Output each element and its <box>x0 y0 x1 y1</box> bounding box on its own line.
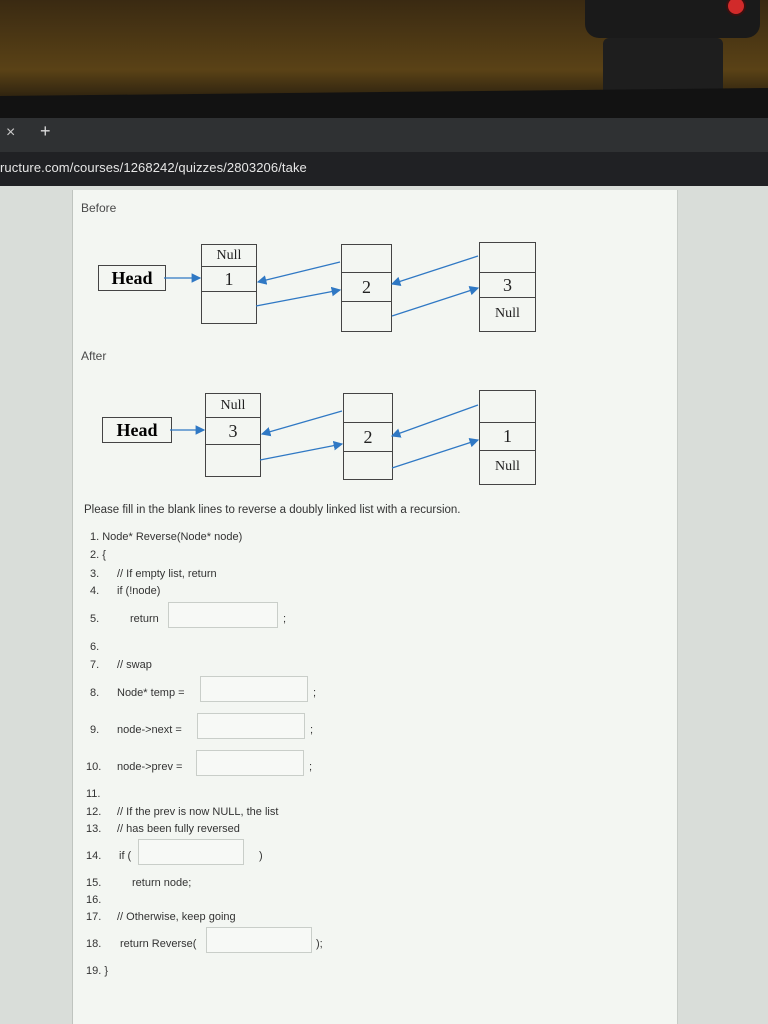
code-line-5-suffix: ; <box>283 613 287 625</box>
code-line-number: 4. <box>90 585 100 597</box>
code-line-2: 2. { <box>90 549 106 561</box>
code-line-8-suffix: ; <box>313 687 317 699</box>
after-node-3: 1 Null <box>479 390 536 485</box>
node-next-cell <box>342 302 391 329</box>
blank-input-4[interactable] <box>196 750 304 776</box>
browser-tab-bar <box>0 118 768 152</box>
node-value-cell: 3 <box>206 418 260 445</box>
node-value-cell: 2 <box>342 273 391 302</box>
after-node-1: Null 3 <box>205 393 261 477</box>
before-label: Before <box>81 201 117 215</box>
node-value-cell: 2 <box>344 423 392 452</box>
node-prev-cell: Null <box>206 394 260 418</box>
code-line-12: // If the prev is now NULL, the list <box>117 806 279 818</box>
code-line-number: 17. <box>86 911 102 923</box>
address-url[interactable]: ructure.com/courses/1268242/quizzes/2803… <box>0 160 307 175</box>
node-prev-cell: Null <box>202 245 256 267</box>
code-line-number: 16. <box>86 894 102 906</box>
code-line-number: 11. <box>86 788 101 800</box>
code-line-number: 7. <box>90 659 100 671</box>
code-line-number: 12. <box>86 806 102 818</box>
before-node-3: 3 Null <box>479 242 536 332</box>
question-instructions: Please fill in the blank lines to revers… <box>84 504 461 516</box>
webcam <box>585 0 760 38</box>
address-bar[interactable] <box>0 152 768 186</box>
code-line-number: 15. <box>86 877 102 889</box>
code-line-10-suffix: ; <box>309 761 313 773</box>
code-line-number: 14. <box>86 850 102 862</box>
node-value-cell: 3 <box>480 273 535 298</box>
code-line-18-suffix: ); <box>316 938 323 950</box>
node-next-cell: Null <box>495 458 520 474</box>
before-node-1: Null 1 <box>201 244 257 324</box>
code-line-10: node->prev = <box>117 761 183 773</box>
code-line-18: return Reverse( <box>120 938 197 950</box>
code-line-13: // has been fully reversed <box>117 823 240 835</box>
code-line-7: // swap <box>117 659 152 671</box>
code-line-9-suffix: ; <box>310 724 314 736</box>
code-line-number: 13. <box>86 823 102 835</box>
node-prev-cell <box>480 243 535 273</box>
node-next-cell <box>344 452 392 477</box>
code-line-number: 18. <box>86 938 102 950</box>
node-next-cell: Null <box>495 305 520 321</box>
after-node-2: 2 <box>343 393 393 480</box>
node-prev-cell <box>342 245 391 273</box>
blank-input-6[interactable] <box>206 927 312 953</box>
code-line-4: if (!node) <box>117 585 161 597</box>
node-value-cell: 1 <box>202 267 256 292</box>
before-head-box: Head <box>98 265 166 291</box>
code-line-19: 19. } <box>86 965 109 977</box>
node-prev-cell <box>480 391 535 423</box>
code-line-3: // If empty list, return <box>117 568 217 580</box>
new-tab-icon[interactable]: + <box>40 121 51 141</box>
code-line-number: 3. <box>90 568 100 580</box>
after-head-box: Head <box>102 417 172 443</box>
code-line-15: return node; <box>132 877 192 889</box>
before-node-2: 2 <box>341 244 392 332</box>
node-value-cell: 1 <box>480 423 535 451</box>
blank-input-5[interactable] <box>138 839 244 865</box>
code-line-number: 6. <box>90 641 100 653</box>
code-line-9: node->next = <box>117 724 182 736</box>
blank-input-1[interactable] <box>168 602 278 628</box>
code-line-number: 5. <box>90 613 100 625</box>
webcam-led-icon <box>726 0 746 16</box>
code-line-5: return <box>130 613 159 625</box>
code-line-number: 10. <box>86 761 102 773</box>
code-line-8: Node* temp = <box>117 687 185 699</box>
node-prev-cell <box>344 394 392 423</box>
code-line-number: 9. <box>90 724 100 736</box>
code-line-14-suffix: ) <box>259 850 263 862</box>
code-line-1: 1. Node* Reverse(Node* node) <box>90 531 243 543</box>
code-line-14: if ( <box>119 850 132 862</box>
close-tab-icon[interactable]: × <box>6 124 16 141</box>
blank-input-2[interactable] <box>200 676 308 702</box>
blank-input-3[interactable] <box>197 713 305 739</box>
code-line-17: // Otherwise, keep going <box>117 911 236 923</box>
code-line-number: 8. <box>90 687 100 699</box>
after-label: After <box>81 349 107 363</box>
node-next-cell <box>202 292 256 321</box>
node-next-cell <box>206 445 260 474</box>
